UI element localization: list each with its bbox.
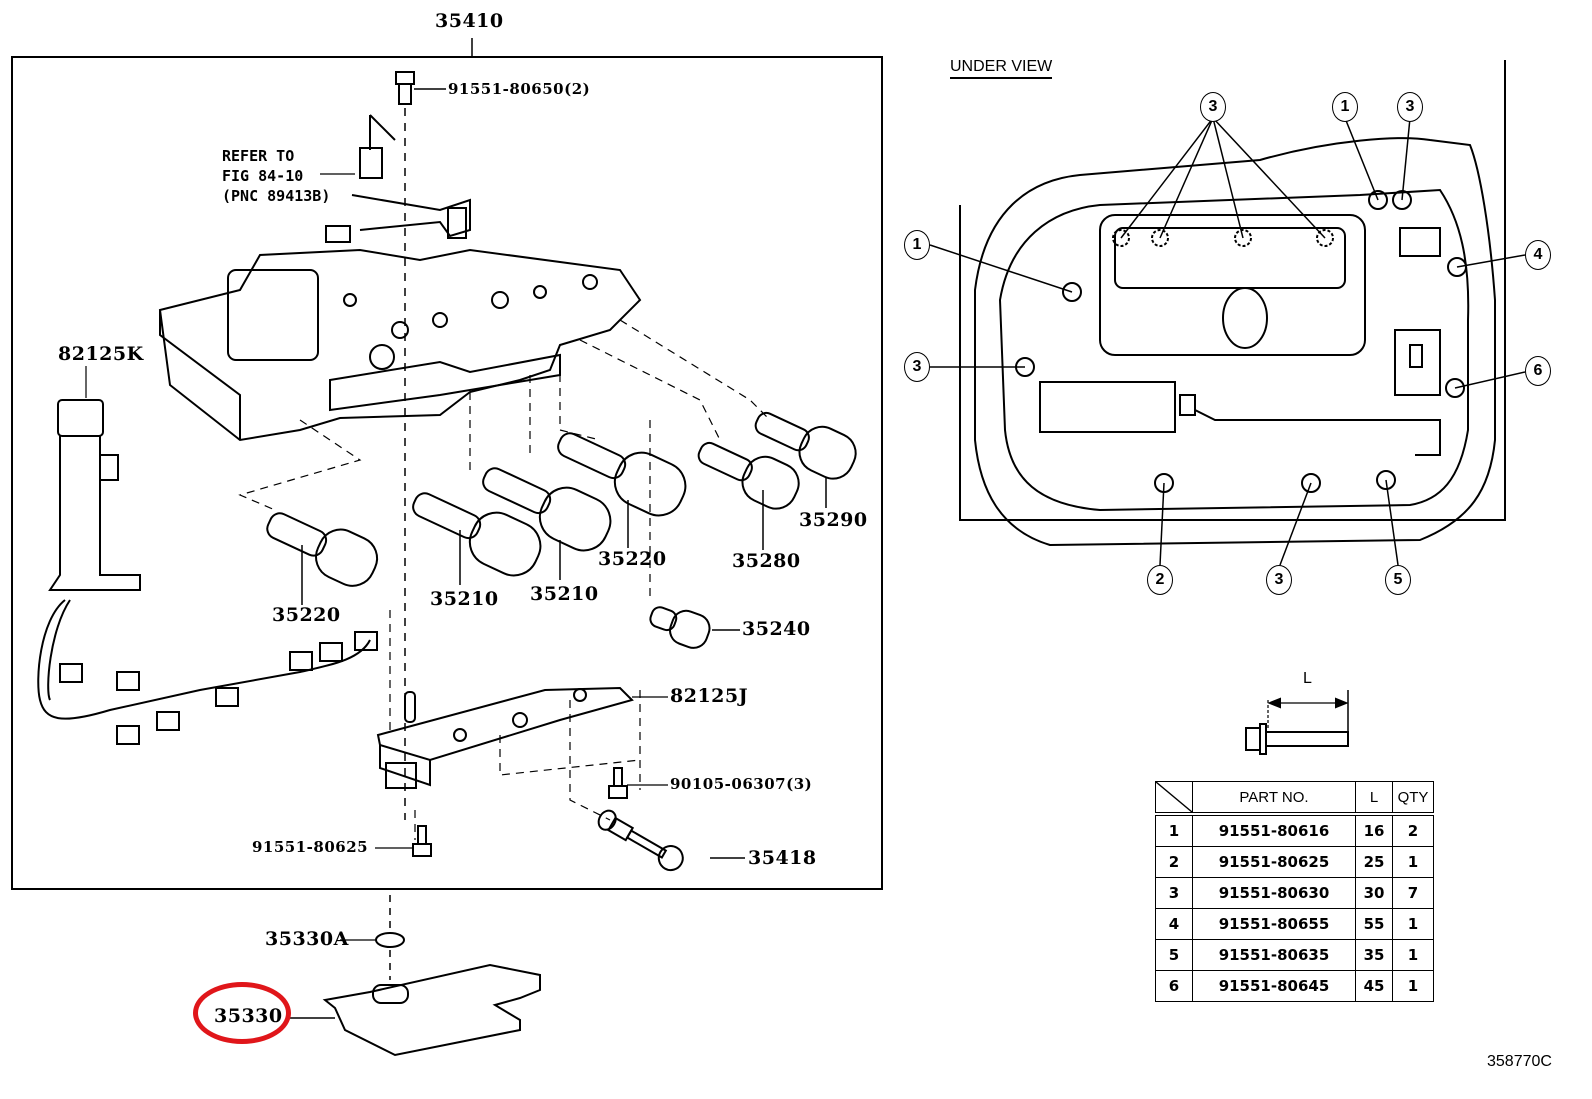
bolt-marker: 1 bbox=[1332, 92, 1358, 122]
bolt-marker: 1 bbox=[904, 230, 930, 260]
detent-spring-35418 bbox=[597, 809, 684, 872]
cell-part[interactable]: 91551-80625 bbox=[1192, 846, 1356, 878]
callout-solenoid-left[interactable]: 35220 bbox=[272, 604, 341, 626]
refer-line-3: (PNC 89413B) bbox=[222, 187, 331, 205]
oil-strainer-drawing bbox=[290, 963, 541, 1057]
cell-l: 45 bbox=[1355, 970, 1393, 1002]
cell-qty: 2 bbox=[1392, 813, 1434, 847]
cell-qty: 1 bbox=[1392, 908, 1434, 940]
refer-line-1: REFER TO bbox=[222, 147, 295, 165]
callout-bolt-top[interactable]: 91551-80650(2) bbox=[448, 80, 591, 98]
bolt-marker: 3 bbox=[1397, 92, 1423, 122]
bolt-marker: 3 bbox=[904, 352, 930, 382]
diagonal-icon bbox=[1156, 782, 1192, 812]
callout-bracket[interactable]: 82125J bbox=[670, 685, 749, 707]
bolt-marker: 3 bbox=[1200, 92, 1226, 122]
refer-note: REFER TO FIG 84-10 (PNC 89413B) bbox=[222, 146, 330, 206]
bolt-icon bbox=[395, 71, 415, 105]
cell-l: 55 bbox=[1355, 908, 1393, 940]
cell-l: 35 bbox=[1355, 939, 1393, 971]
header-qty: QTY bbox=[1392, 781, 1434, 816]
cell-part[interactable]: 91551-80655 bbox=[1192, 908, 1356, 940]
bracket-82125j bbox=[376, 686, 668, 789]
bolt-marker: 2 bbox=[1147, 565, 1173, 595]
cell-no: 2 bbox=[1155, 846, 1193, 878]
callout-detent[interactable]: 35418 bbox=[748, 847, 817, 869]
assembly-label: 35410 bbox=[435, 10, 504, 32]
connector-harness-top bbox=[325, 114, 471, 243]
cell-part[interactable]: 91551-80630 bbox=[1192, 877, 1356, 909]
cell-no: 5 bbox=[1155, 939, 1193, 971]
corner-cell bbox=[1155, 781, 1193, 816]
assembly-frame bbox=[11, 56, 883, 890]
under-view-leader-lines bbox=[929, 117, 1526, 566]
callout-solenoid-d[interactable]: 35280 bbox=[732, 550, 801, 572]
oring-drawing bbox=[375, 932, 405, 948]
valve-body bbox=[158, 248, 642, 442]
harness-82125k bbox=[37, 366, 378, 745]
bolt-marker: 4 bbox=[1525, 240, 1551, 270]
cell-qty: 1 bbox=[1392, 939, 1434, 971]
bolt-icon bbox=[375, 767, 668, 857]
header-l: L bbox=[1355, 781, 1393, 816]
callout-solenoid-b[interactable]: 35210 bbox=[530, 583, 599, 605]
callout-bolt-lower[interactable]: 91551-80625 bbox=[252, 838, 369, 856]
cell-qty: 1 bbox=[1392, 846, 1434, 878]
length-label: L bbox=[1303, 670, 1312, 687]
refer-line-2[interactable]: FIG 84-10 bbox=[222, 167, 304, 185]
cell-no: 6 bbox=[1155, 970, 1193, 1002]
callout-oring[interactable]: 35330A bbox=[265, 928, 349, 950]
callout-bolt-bracket[interactable]: 90105-06307(3) bbox=[670, 775, 813, 793]
cell-l: 25 bbox=[1355, 846, 1393, 878]
under-view-drawing bbox=[959, 60, 1506, 547]
callout-solenoid-a[interactable]: 35210 bbox=[430, 588, 499, 610]
figure-id: 358770C bbox=[1487, 1053, 1552, 1070]
cell-no: 3 bbox=[1155, 877, 1193, 909]
cell-qty: 7 bbox=[1392, 877, 1434, 909]
cell-part[interactable]: 91551-80635 bbox=[1192, 939, 1356, 971]
cell-l: 30 bbox=[1355, 877, 1393, 909]
cell-part[interactable]: 91551-80645 bbox=[1192, 970, 1356, 1002]
cell-no: 4 bbox=[1155, 908, 1193, 940]
cell-qty: 1 bbox=[1392, 970, 1434, 1002]
header-part-no: PART NO. bbox=[1192, 781, 1356, 816]
bolt-length-diagram bbox=[1245, 690, 1349, 755]
callout-solenoid-small[interactable]: 35240 bbox=[742, 618, 811, 640]
cell-l: 16 bbox=[1355, 813, 1393, 847]
callout-harness[interactable]: 82125K bbox=[58, 343, 144, 365]
cell-no: 1 bbox=[1155, 813, 1193, 847]
callout-solenoid-c[interactable]: 35220 bbox=[598, 548, 667, 570]
cell-part[interactable]: 91551-80616 bbox=[1192, 813, 1356, 847]
bolt-marker: 6 bbox=[1525, 356, 1551, 386]
solenoid-drawings bbox=[266, 411, 857, 649]
bolt-marker: 5 bbox=[1385, 565, 1411, 595]
callout-solenoid-e[interactable]: 35290 bbox=[799, 509, 868, 531]
under-view-title: UNDER VIEW bbox=[950, 58, 1053, 79]
bolt-marker: 3 bbox=[1266, 565, 1292, 595]
highlight-circle bbox=[193, 982, 291, 1044]
